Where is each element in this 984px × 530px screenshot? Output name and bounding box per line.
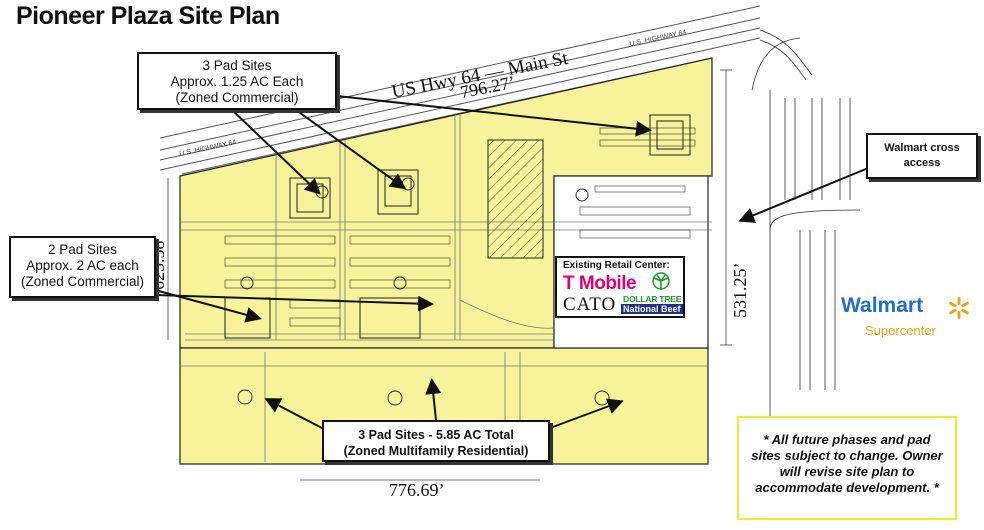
callout-line: Approx. 1.25 AC Each bbox=[170, 74, 304, 89]
walmart-spark-icon bbox=[949, 297, 969, 319]
note-line: * All future phases and pad bbox=[763, 432, 931, 447]
walmart-name: Walmart bbox=[841, 294, 924, 317]
dimension-lines bbox=[167, 69, 732, 481]
callout-line: 2 Pad Sites bbox=[47, 242, 118, 257]
palm-tree-icon bbox=[652, 272, 670, 290]
national-beef-logo: National Beef bbox=[621, 304, 683, 314]
callout-line: Approx. 2 AC each bbox=[26, 258, 139, 273]
pad-markers bbox=[237, 177, 610, 406]
disclaimer-note: * All future phases and pad sites subjec… bbox=[737, 416, 957, 520]
callout-line: (Zoned Multifamily Residential) bbox=[343, 444, 529, 458]
walmart-logo: Walmart Supercenter bbox=[837, 292, 975, 343]
note-line: accommodate development. * bbox=[755, 480, 939, 495]
callout-left-pads: 2 Pad Sites Approx. 2 AC each (Zoned Com… bbox=[9, 236, 156, 298]
callout-bottom-pads: 3 Pad Sites - 5.85 AC Total (Zoned Multi… bbox=[322, 420, 550, 462]
callout-top-pads: 3 Pad Sites Approx. 1.25 AC Each (Zoned … bbox=[137, 52, 337, 110]
callout-line: 3 Pad Sites - 5.85 AC Total bbox=[358, 428, 514, 442]
walmart-parking bbox=[751, 37, 861, 420]
callout-line: (Zoned Commercial) bbox=[175, 90, 299, 105]
callout-line: (Zoned Commercial) bbox=[20, 274, 145, 289]
callout-walmart-access: Walmart cross access bbox=[866, 133, 978, 179]
callout-line: 3 Pad Sites bbox=[202, 58, 272, 73]
callout-line: access bbox=[903, 157, 941, 169]
dimension-right: 531.25’ bbox=[730, 262, 750, 319]
walmart-supercenter: Supercenter bbox=[865, 323, 936, 338]
dimension-bottom: 776.69’ bbox=[389, 480, 445, 500]
callout-line: Walmart cross bbox=[884, 142, 960, 154]
cato-logo: CATO bbox=[563, 294, 617, 315]
highway-sign-right: U.S. HIGHWAY 64 bbox=[629, 29, 687, 48]
dollar-tree-logo: DOLLAR TREE bbox=[623, 294, 682, 304]
retail-center-box: Existing Retail Center: T Mobile CATO DO… bbox=[555, 256, 685, 318]
tmobile-logo: T Mobile bbox=[563, 273, 637, 294]
note-line: sites subject to change. Owner bbox=[751, 448, 943, 463]
page-title: Pioneer Plaza Site Plan bbox=[16, 2, 280, 30]
note-line: will revise site plan to bbox=[779, 464, 915, 479]
hatched-building bbox=[487, 139, 544, 259]
leader-arrows bbox=[154, 95, 879, 429]
retail-center-title: Existing Retail Center: bbox=[563, 260, 670, 271]
